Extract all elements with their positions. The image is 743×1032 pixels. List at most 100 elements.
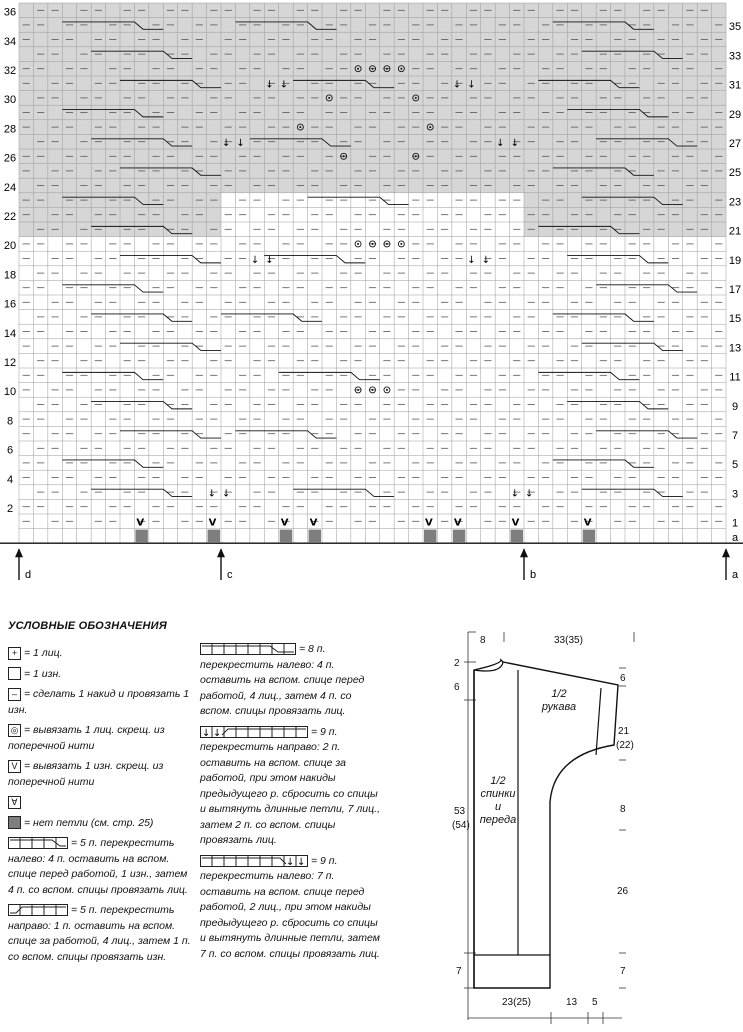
marker-arrow-icon bbox=[217, 548, 225, 558]
dim-right-7: 7 bbox=[620, 966, 626, 977]
svg-text:↓: ↓ bbox=[286, 857, 294, 868]
dim-top-33: 33(35) bbox=[554, 635, 583, 646]
legend-item-yarnover: –= сделать 1 накид и провязать 1 изн. bbox=[8, 687, 193, 718]
row-label-right: 23 bbox=[729, 196, 741, 208]
arrow-down-icon: ↓ bbox=[236, 138, 244, 149]
legend-item-knit: += 1 лиц. bbox=[8, 646, 193, 662]
cable-line bbox=[567, 255, 669, 264]
cable-line bbox=[62, 284, 164, 293]
cable-line bbox=[581, 50, 683, 59]
row-label-left: 6 bbox=[7, 445, 13, 457]
circle-stitch-icon bbox=[412, 152, 420, 160]
v-symbol-icon: V bbox=[8, 759, 21, 773]
cable-line bbox=[120, 342, 221, 351]
cable-line bbox=[538, 371, 640, 381]
row-label-right: 17 bbox=[729, 284, 741, 296]
circle-stitch-icon bbox=[340, 152, 348, 160]
arrow-down-icon: ↓ bbox=[280, 80, 288, 91]
circle-stitch-icon bbox=[412, 94, 420, 102]
cable-line bbox=[264, 255, 366, 264]
circle-stitch-dot bbox=[342, 155, 345, 158]
v-stitch-icon: V bbox=[136, 518, 144, 529]
no-stitch-cell bbox=[207, 529, 220, 543]
legend-text: = 5 п. перекрестить направо: 1 п. остави… bbox=[8, 904, 191, 963]
circle-stitch-dot bbox=[371, 67, 374, 70]
cable-9-right-icon: ↓ ↓ bbox=[200, 725, 308, 739]
arrow-down-icon: ↓ bbox=[222, 138, 230, 149]
circle-stitch-dot bbox=[371, 242, 374, 245]
dim-bottom-23: 23(25) bbox=[502, 997, 531, 1008]
no-stitch-cell bbox=[308, 529, 321, 543]
v-stitch-icon: V bbox=[425, 518, 433, 529]
v-stitch-icon: V bbox=[512, 518, 520, 529]
row-label-right: 25 bbox=[729, 167, 741, 179]
circle-stitch-icon bbox=[397, 240, 405, 248]
row-label-right: 9 bbox=[732, 401, 738, 413]
cable-line bbox=[62, 459, 164, 468]
svg-text:↓: ↓ bbox=[297, 857, 305, 868]
dim-right-6: 6 bbox=[620, 673, 626, 684]
cable-line bbox=[91, 225, 193, 235]
row-label-left: 30 bbox=[4, 94, 16, 106]
row-label-right: 21 bbox=[729, 226, 741, 238]
cable-line bbox=[538, 225, 640, 235]
legend-text: = 5 п. перекрестить налево: 4 п. оставит… bbox=[8, 837, 188, 896]
legend-column-2: = 8 п. перекрестить налево: 4 п. оставит… bbox=[200, 642, 380, 967]
cable-line bbox=[567, 401, 669, 410]
marker-arrow-icon bbox=[15, 548, 23, 558]
cable-line bbox=[293, 79, 395, 89]
arrow-down-icon: ↓ bbox=[482, 255, 490, 266]
circle-stitch-icon bbox=[369, 240, 376, 248]
row-label-right: 33 bbox=[729, 50, 741, 62]
row-label-right: 29 bbox=[729, 109, 741, 121]
svg-text:↓: ↓ bbox=[213, 728, 221, 739]
arrow-down-icon: ↓ bbox=[467, 255, 475, 266]
no-stitch-cell bbox=[582, 529, 596, 543]
marker-arrow-icon bbox=[520, 548, 528, 558]
circle-stitch-icon bbox=[296, 123, 304, 131]
marker-label-b: b bbox=[530, 569, 536, 581]
cable-line bbox=[552, 459, 654, 468]
legend-text: = 1 изн. bbox=[24, 667, 62, 680]
svg-text:↓: ↓ bbox=[202, 728, 210, 739]
v-stitch-icon: V bbox=[281, 518, 289, 529]
no-stitch-cell bbox=[279, 529, 293, 543]
row-label-left: 4 bbox=[7, 474, 13, 486]
circle-stitch-dot bbox=[328, 96, 331, 99]
row-label-left: 14 bbox=[4, 328, 16, 340]
circle-stitch-dot bbox=[385, 242, 388, 245]
dim-left-2: 2 bbox=[454, 658, 460, 669]
cable-line bbox=[91, 50, 193, 59]
cable-line bbox=[62, 21, 164, 30]
cable-line bbox=[62, 196, 164, 205]
cable-line bbox=[62, 109, 164, 118]
circle-stitch-dot bbox=[357, 388, 360, 391]
circle-stitch-dot bbox=[299, 126, 302, 129]
arrow-down-icon: ↓ bbox=[265, 255, 273, 266]
circle-stitch-icon bbox=[397, 65, 405, 73]
dash-symbol-icon: – bbox=[8, 687, 21, 701]
cable-line bbox=[581, 488, 683, 497]
arrow-down-icon: ↓ bbox=[525, 488, 533, 499]
legend-item-no-stitch: = нет петли (см. стр. 25) bbox=[8, 816, 193, 832]
legend-text: = 1 лиц. bbox=[24, 647, 63, 659]
legend-text: = вывязать 1 изн. скрещ. из поперечной н… bbox=[8, 760, 164, 788]
arrow-down-icon: ↓ bbox=[251, 255, 259, 266]
no-stitch-cell bbox=[135, 529, 148, 543]
row-label-right: 3 bbox=[732, 488, 738, 500]
no-stitch-cell bbox=[510, 529, 523, 543]
row-label-right: 31 bbox=[729, 80, 741, 92]
arrow-down-icon: ↓ bbox=[511, 138, 519, 149]
cable-line bbox=[278, 371, 380, 381]
arrow-down-icon: ↓ bbox=[265, 80, 273, 91]
cable-8-left-icon bbox=[200, 643, 296, 656]
cable-line bbox=[552, 167, 654, 176]
row-label-left: 34 bbox=[4, 36, 16, 48]
cable-line bbox=[235, 21, 337, 30]
body-label: 1/2 спинки и переда bbox=[479, 775, 517, 826]
knit-symbol-icon: + bbox=[8, 646, 21, 660]
cable-5-left-icon bbox=[8, 837, 68, 850]
row-label-left: 8 bbox=[7, 415, 13, 427]
dim-left-54: (54) bbox=[452, 820, 470, 831]
